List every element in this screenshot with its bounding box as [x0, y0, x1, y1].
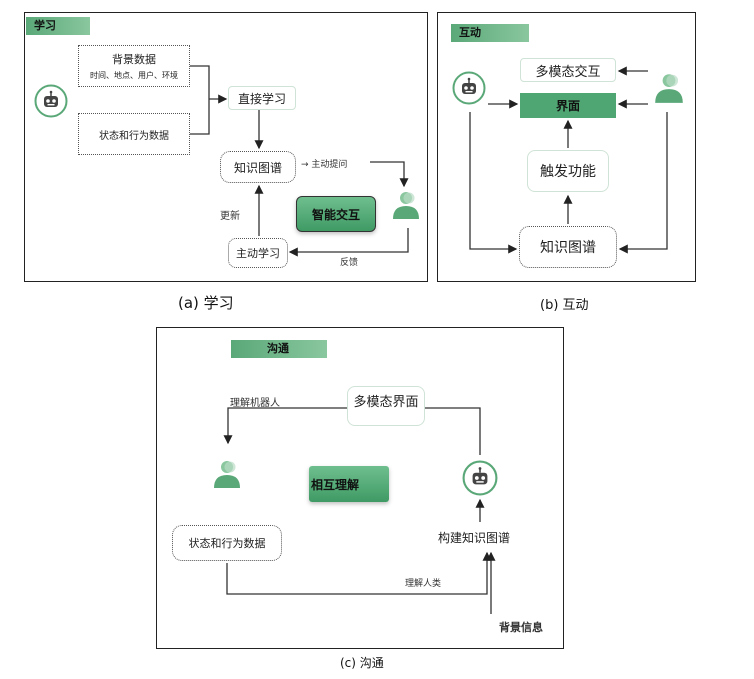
background-data-items: 时间、地点、用户、环境: [90, 71, 178, 80]
trigger-function-box: 触发功能: [527, 150, 609, 192]
caption-c: (c) 沟通: [340, 656, 384, 670]
background-info-label: 背景信息: [499, 621, 543, 634]
person-icon: [214, 461, 240, 488]
person-icon: [393, 192, 419, 219]
knowledge-graph-box-a: 知识图谱: [220, 151, 296, 183]
knowledge-graph-box-b: 知识图谱: [519, 226, 617, 268]
update-label: 更新: [220, 211, 240, 222]
robot-icon: [462, 460, 498, 496]
panel-a-tag: 学习: [26, 17, 90, 35]
panel-b-tag: 互动: [451, 24, 529, 42]
state-behavior-box-a: 状态和行为数据: [78, 113, 190, 155]
background-data-box: 背景数据 时间、地点、用户、环境: [78, 45, 190, 87]
state-behavior-box-c: 状态和行为数据: [172, 525, 282, 561]
robot-icon: [452, 71, 486, 105]
active-question-label: → 主动提问: [301, 160, 348, 170]
robot-icon: [34, 84, 68, 118]
panel-c-tag: 沟通: [231, 340, 327, 358]
understand-robot-label: 理解机器人: [230, 398, 280, 409]
multimodal-interaction-box: 多模态交互: [520, 58, 616, 82]
multimodal-interface-box: 多模态界面: [347, 386, 425, 426]
background-data-title: 背景数据: [112, 53, 156, 66]
understand-human-label: 理解人类: [405, 579, 442, 589]
active-learning-box: 主动学习: [228, 238, 288, 268]
smart-interaction-box: 智能交互: [296, 196, 376, 232]
feedback-label: 反馈: [340, 258, 359, 268]
build-knowledge-graph-box: 构建知识图谱: [418, 526, 530, 548]
direct-learning-box: 直接学习: [228, 86, 296, 110]
caption-a: (a) 学习: [178, 294, 234, 312]
mutual-understanding-box: 相互理解: [309, 466, 389, 502]
person-icon: [655, 74, 683, 103]
caption-b: (b) 互动: [540, 298, 589, 313]
interface-box: 界面: [520, 93, 616, 118]
